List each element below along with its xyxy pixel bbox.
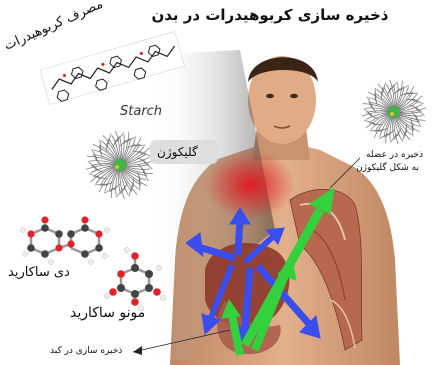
disaccharide-label: دی ساکارید bbox=[8, 265, 70, 280]
page-title: ذخیره سازی کربوهیدرات در بدن bbox=[120, 6, 420, 24]
liver-pointer-head bbox=[133, 346, 142, 355]
muscle-glycogen-molecule-icon bbox=[362, 80, 426, 144]
muscle-label-line2: به شکل گلیکوژن bbox=[356, 163, 419, 173]
disaccharide-molecule-icon bbox=[21, 216, 110, 264]
starch-label: Starch bbox=[120, 104, 162, 119]
glycogen-label: گلیکوژن bbox=[157, 145, 198, 159]
red-glow bbox=[205, 150, 295, 220]
liver-label: ذخیره سازی در کبد bbox=[50, 346, 122, 356]
muscle-label-line1: ذخیره در عضله bbox=[366, 150, 423, 160]
monosaccharide-label: مونو ساکارید bbox=[70, 305, 145, 321]
glycogen-molecule-icon bbox=[86, 131, 154, 199]
